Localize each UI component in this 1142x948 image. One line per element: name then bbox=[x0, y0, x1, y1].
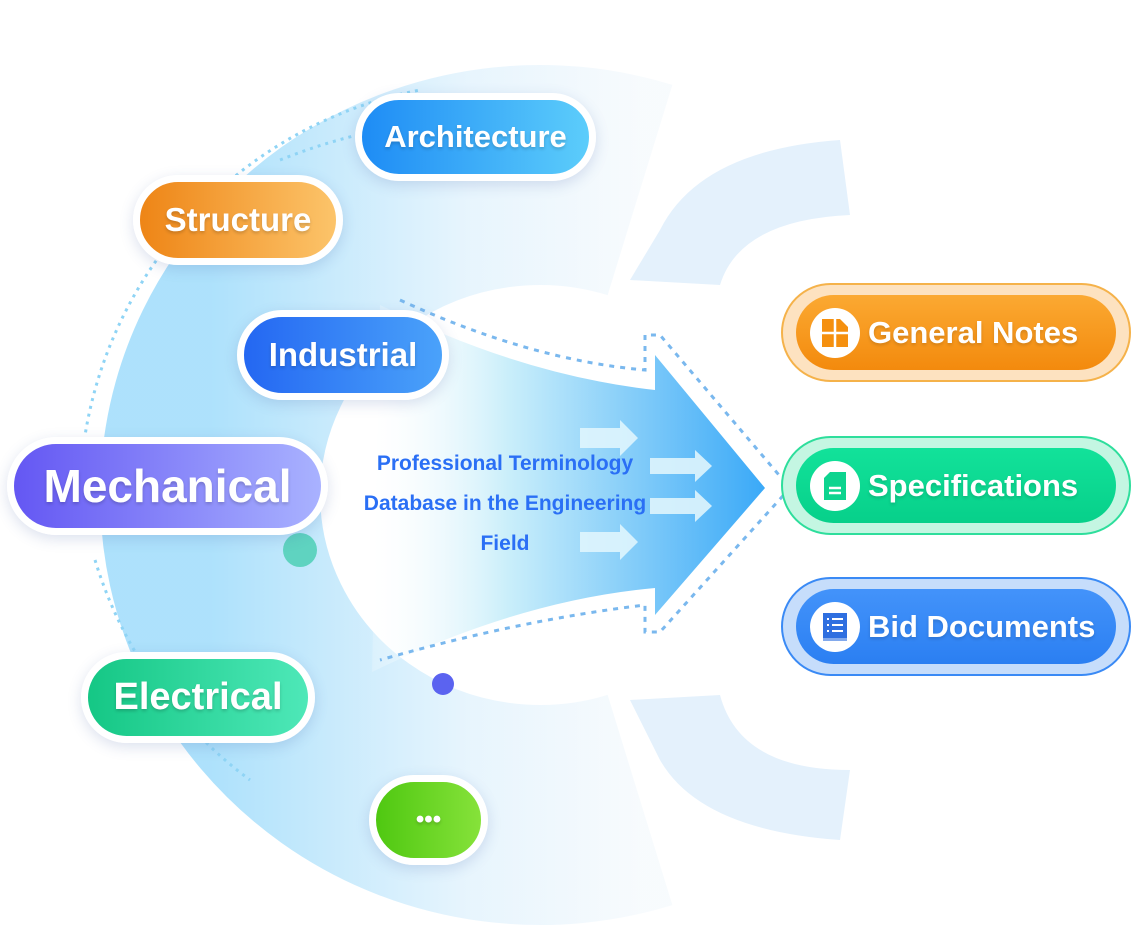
category-structure[interactable]: Structure bbox=[133, 175, 343, 265]
category-mechanical[interactable]: Mechanical bbox=[7, 437, 328, 535]
output-label: Bid Documents bbox=[868, 608, 1096, 644]
drawing-sheet-icon bbox=[810, 307, 860, 358]
cycle-arrow-top bbox=[630, 140, 850, 285]
output-bid-documents[interactable]: Bid Documents bbox=[781, 577, 1131, 676]
category-more[interactable]: ••• bbox=[369, 775, 488, 865]
book-list-icon bbox=[810, 601, 860, 652]
center-line-1: Professional Terminology bbox=[376, 452, 634, 475]
flow-arrow bbox=[372, 305, 765, 672]
center-label: Professional Terminology Database in the… bbox=[330, 444, 680, 564]
document-icon bbox=[810, 460, 860, 511]
output-label: Specifications bbox=[868, 467, 1079, 503]
output-specifications[interactable]: Specifications bbox=[781, 436, 1131, 535]
category-architecture[interactable]: Architecture bbox=[355, 93, 596, 181]
category-electrical[interactable]: Electrical bbox=[81, 652, 315, 743]
center-line-3: Field bbox=[480, 532, 530, 555]
center-line-2: Database in the Engineering bbox=[363, 492, 647, 515]
output-label: General Notes bbox=[868, 314, 1079, 350]
output-general-notes[interactable]: General Notes bbox=[781, 283, 1131, 382]
category-industrial[interactable]: Industrial bbox=[237, 310, 449, 400]
cycle-arrow-bottom bbox=[630, 695, 850, 840]
